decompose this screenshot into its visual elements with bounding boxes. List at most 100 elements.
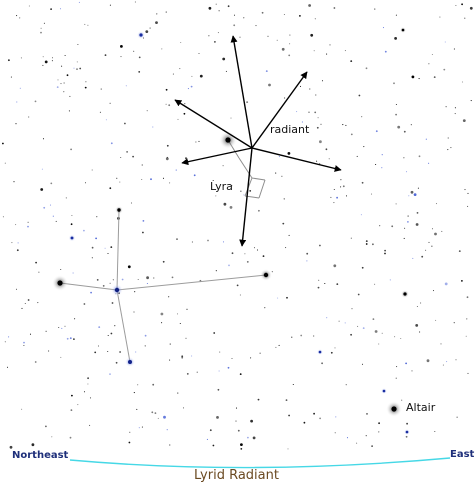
star-dot (16, 249, 19, 252)
star-dot (124, 122, 126, 125)
star-dot (462, 119, 466, 122)
star-dot (371, 445, 373, 447)
star-dot (209, 429, 212, 432)
star-dot (288, 414, 290, 417)
meteor-arrows (174, 35, 342, 247)
star-dot (395, 14, 397, 16)
star-dot (340, 179, 342, 181)
star-dot (214, 41, 216, 43)
star-dot (70, 148, 72, 151)
star-dot (146, 110, 148, 112)
star-dot (133, 311, 135, 313)
star-dot (246, 261, 249, 263)
star-dot (338, 320, 340, 322)
star-dot (127, 265, 131, 269)
star-dot (10, 76, 12, 78)
star-dot (425, 249, 427, 251)
star-dot (389, 279, 391, 281)
star-dot (172, 73, 174, 75)
star-dot (340, 186, 342, 188)
star-dot (138, 71, 141, 73)
star-dot (51, 436, 53, 438)
star-dot (104, 54, 107, 56)
star-dot (73, 338, 75, 340)
star-dot (395, 377, 397, 379)
star-dot (426, 359, 430, 363)
star-dot (240, 190, 242, 192)
star-dot (104, 247, 106, 249)
star-dot (90, 291, 92, 294)
star-dot (185, 337, 187, 339)
star-dot (169, 444, 171, 446)
star-dot (218, 370, 220, 372)
star-dot (379, 225, 381, 227)
star-dot (253, 247, 256, 249)
star-dot (434, 232, 437, 236)
star-dot (134, 1, 136, 3)
star-dot (120, 156, 122, 159)
star-dot (141, 164, 143, 166)
arrow-icon (181, 147, 253, 166)
star-dot (333, 202, 335, 204)
star-dot (145, 30, 149, 33)
star-dot (250, 419, 254, 423)
star-dot (42, 64, 44, 66)
star-dot (213, 332, 216, 334)
star-dot (363, 146, 365, 148)
arrow-icon (251, 147, 342, 172)
star-dot (175, 169, 177, 171)
star-dot (168, 296, 170, 298)
star-dot (102, 285, 105, 287)
star-dot (447, 137, 449, 139)
star-dot (333, 264, 337, 268)
star-dot (64, 54, 66, 57)
star-dot (366, 413, 368, 415)
star-dot (187, 88, 189, 90)
star-dot (138, 427, 140, 429)
star-dot (223, 202, 227, 206)
star-dot (329, 44, 331, 46)
star-dot (447, 149, 449, 151)
star-dot (19, 87, 21, 89)
star-dot (265, 70, 268, 72)
star-dot (233, 24, 236, 27)
star-dot (362, 327, 365, 329)
star-dot (76, 61, 78, 63)
star-dot (154, 412, 157, 414)
star-dot (396, 366, 398, 368)
star-dot (222, 57, 226, 61)
star-dot (166, 429, 168, 431)
star-dot (222, 241, 225, 243)
star-dot (107, 350, 109, 353)
star-dot (252, 436, 256, 440)
star-dot (186, 373, 189, 375)
star-dot (316, 160, 318, 162)
star-dot (321, 80, 324, 82)
star-dot (288, 54, 291, 57)
star-dot (163, 415, 166, 419)
star-dot (78, 1, 80, 3)
star-dot (345, 195, 348, 197)
star-dot (70, 409, 73, 411)
star-dot (208, 35, 210, 37)
star-dot (23, 344, 25, 347)
star-dot (276, 39, 278, 41)
star-dot (24, 302, 26, 305)
star-dot (215, 195, 217, 197)
star-dot (404, 227, 406, 229)
star-dot (40, 27, 42, 29)
star-dot (346, 437, 349, 439)
star-dot (300, 334, 303, 337)
star-dot (52, 215, 54, 217)
star-dot (381, 167, 383, 169)
star-dot (91, 246, 94, 249)
star-dot (428, 162, 430, 164)
star-dot (69, 436, 72, 439)
star-dot (246, 101, 249, 103)
star-dot (125, 85, 127, 87)
star-dot (444, 41, 446, 43)
star-dot (132, 155, 135, 158)
star-dot (89, 424, 91, 426)
star-dot (165, 11, 167, 13)
star-dot (162, 177, 165, 179)
